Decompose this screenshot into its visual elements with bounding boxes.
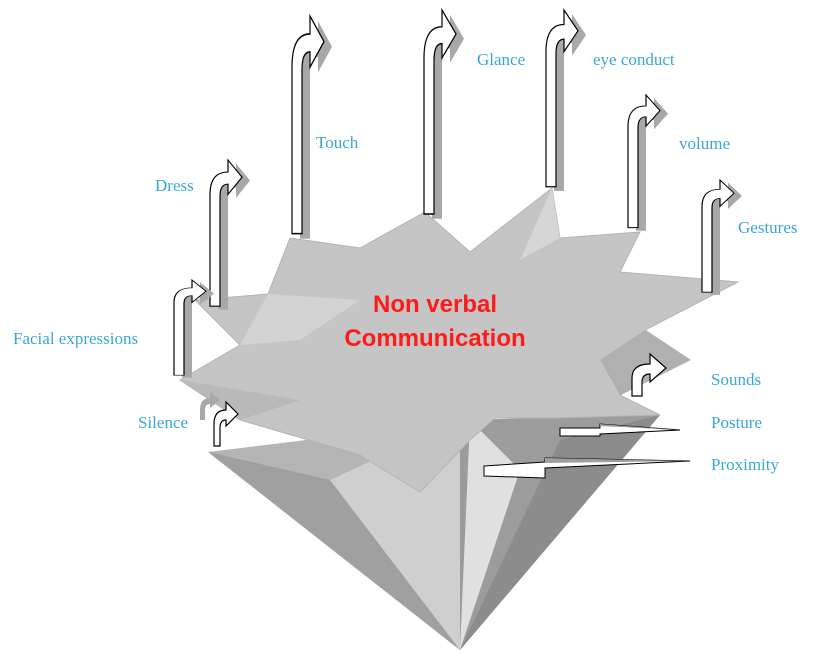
center-title: Non verbal Communication [300,288,570,356]
label-sounds: Sounds [711,371,761,388]
label-glance: Glance [477,51,525,68]
label-gestures: Gestures [738,219,797,236]
facial-expressions-arrow [174,280,214,377]
label-silence: Silence [138,414,188,431]
label-proximity: Proximity [711,456,779,473]
label-dress: Dress [155,177,194,194]
touch-arrow [292,16,332,239]
label-posture: Posture [711,414,762,431]
volume-arrow [628,95,668,231]
eye-conduct-arrow [546,10,586,191]
label-facial-expressions: Facial expressions [13,330,138,347]
title-line-2: Communication [300,322,570,356]
glance-arrow [424,10,464,219]
dress-arrow [210,160,250,310]
label-touch: Touch [316,134,358,151]
title-line-1: Non verbal [300,288,570,322]
gestures-arrow [702,180,742,295]
label-volume: volume [679,135,730,152]
label-eye-conduct: eye conduct [593,51,675,68]
